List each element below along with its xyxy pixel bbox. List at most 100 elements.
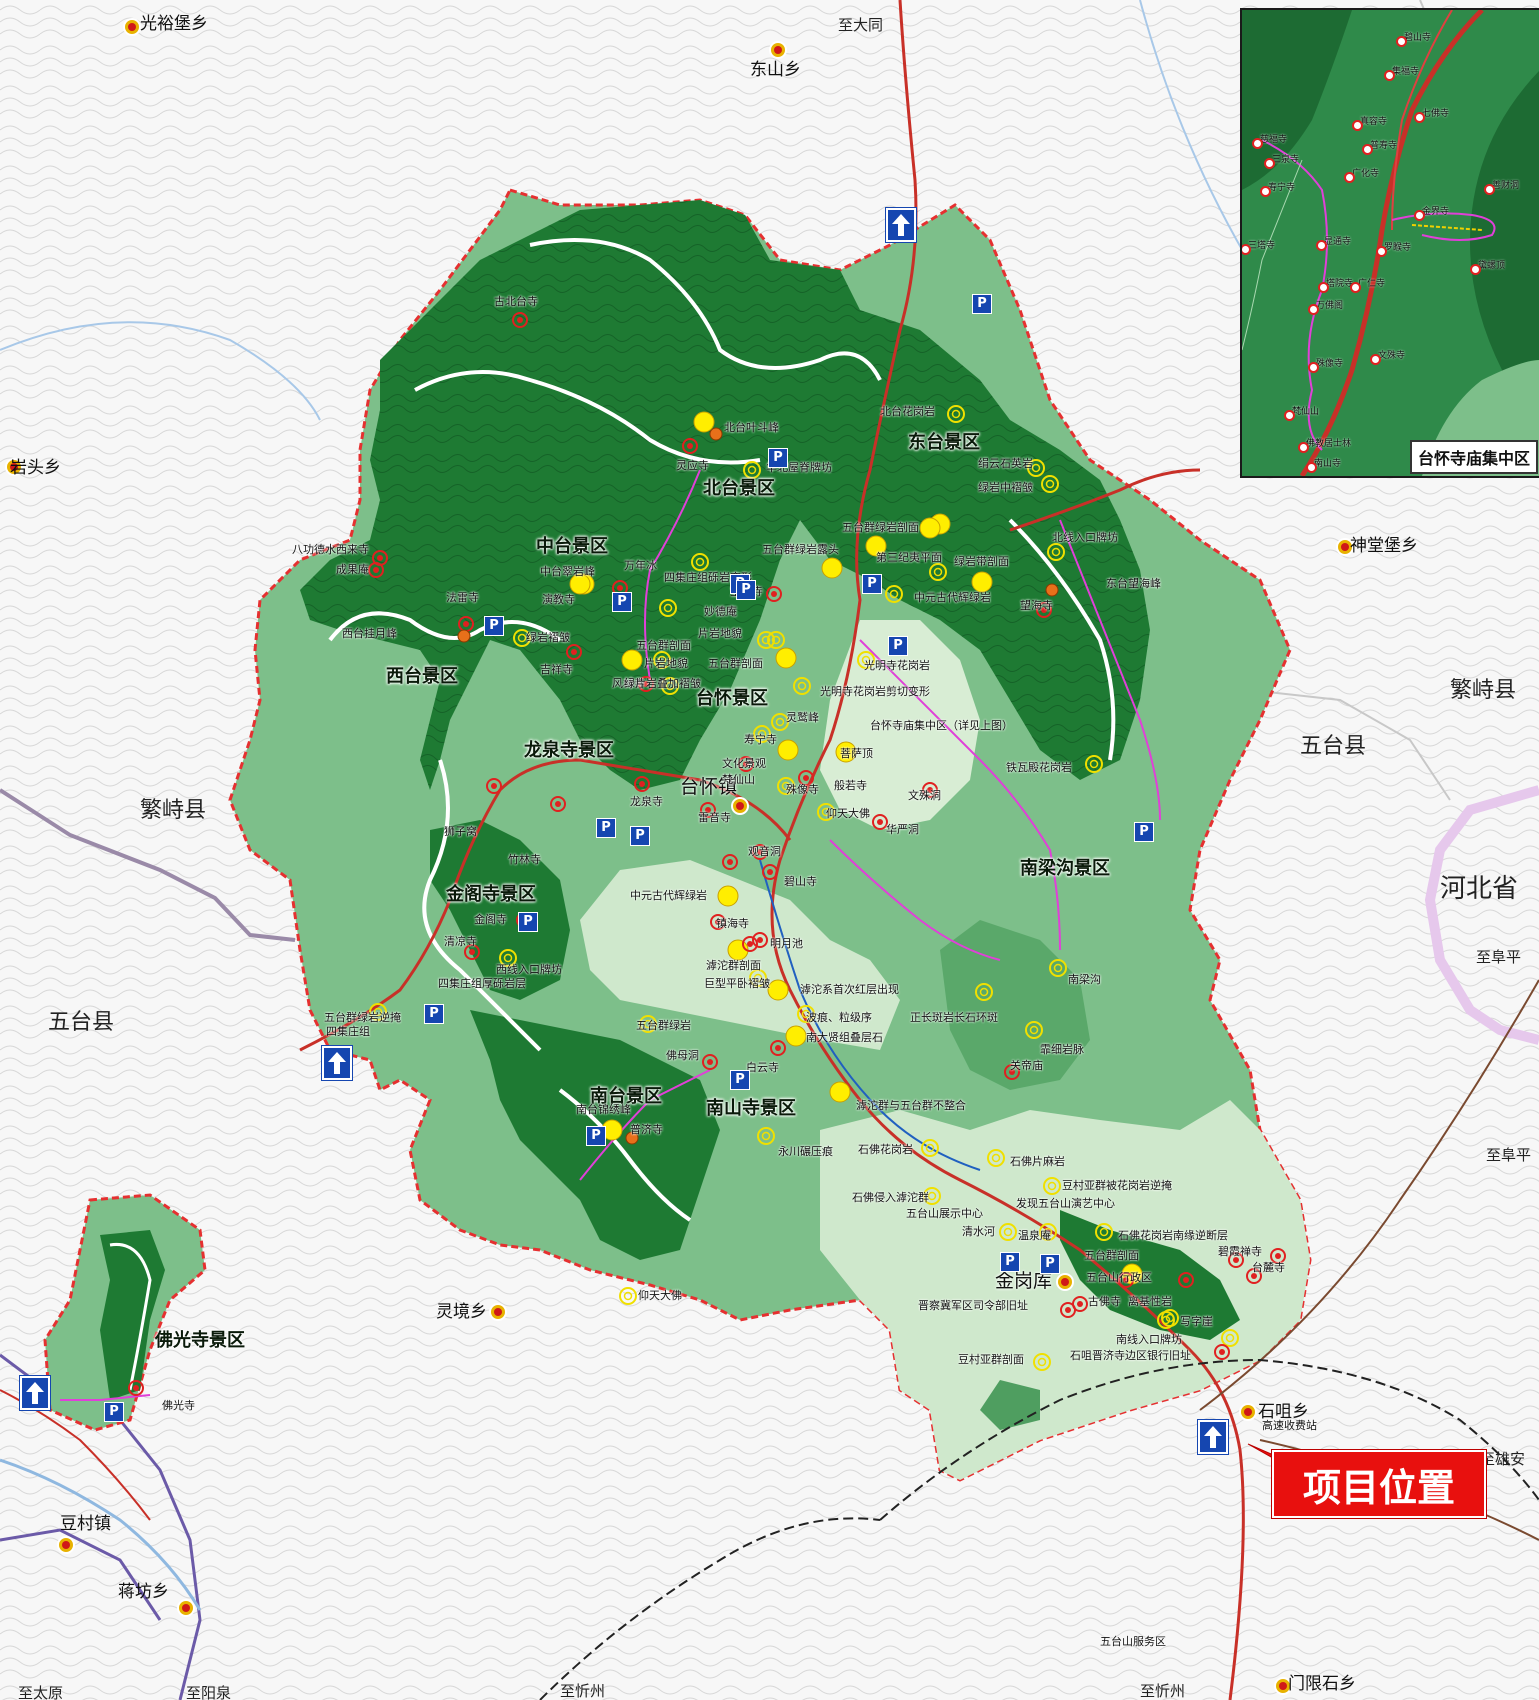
inset-temple-marker bbox=[1384, 70, 1395, 81]
geosite-marker-inner bbox=[373, 1007, 383, 1017]
inset-temple-marker bbox=[1264, 158, 1275, 169]
entrance-arrow-icon bbox=[20, 1376, 50, 1410]
geosite-marker-inner bbox=[1031, 463, 1041, 473]
town-marker-core bbox=[1061, 1278, 1069, 1286]
geosite-marker-inner bbox=[861, 655, 871, 665]
inset-map[interactable]: 碧山寺集福寺七佛寺真容寺慈福寺三泉寺普寿寺寿宁寺广化寺善财洞金界寺三塔寺显通寺罗… bbox=[1240, 8, 1539, 478]
site-label: 华北屋脊牌坊 bbox=[766, 461, 832, 474]
site-label: 五台群绿岩逆掩 bbox=[324, 1011, 401, 1024]
geosite-marker-inner bbox=[1043, 1227, 1053, 1237]
site-label: 中元古代辉绿岩 bbox=[914, 591, 991, 604]
temple-marker-core bbox=[639, 781, 645, 787]
site-label: 滹沱系首次红层出现 bbox=[800, 983, 899, 996]
site-label: 波痕、粒级序 bbox=[806, 1011, 872, 1024]
site-label: 梵仙山 bbox=[722, 773, 755, 786]
valley-outline bbox=[328, 611, 562, 642]
site-label: 雷音寺 bbox=[698, 811, 731, 824]
road bbox=[1009, 468, 1201, 532]
geosite-marker-inner bbox=[979, 987, 989, 997]
inset-temple-marker bbox=[1306, 462, 1317, 473]
geosite-marker bbox=[1041, 475, 1059, 493]
county-boundary bbox=[1249, 689, 1451, 801]
temple-marker bbox=[752, 932, 768, 948]
site-label: 四集庄组 bbox=[326, 1025, 370, 1038]
geosite-major-marker bbox=[775, 647, 797, 669]
site-label: 晋察冀军区司令部旧址 bbox=[918, 1299, 1028, 1312]
geosite-marker-inner bbox=[781, 781, 791, 791]
expressway bbox=[1199, 979, 1539, 1411]
geosite-marker-inner bbox=[1047, 1181, 1057, 1191]
temple-marker-core bbox=[1077, 1301, 1083, 1307]
geosite-major-marker bbox=[971, 571, 993, 593]
parking-icon: P bbox=[424, 1004, 444, 1024]
site-label: 北台叶斗峰 bbox=[724, 421, 779, 434]
site-label: 永川碾压痕 bbox=[778, 1145, 833, 1158]
site-label: 文化景观 bbox=[722, 757, 766, 770]
inset-temple-marker bbox=[1370, 354, 1381, 365]
geosite-marker-inner bbox=[797, 681, 807, 691]
site-label: 西线入口牌坊 bbox=[496, 963, 562, 976]
inset-temple-marker bbox=[1308, 362, 1319, 373]
site-label: 清水河 bbox=[962, 1225, 995, 1238]
site-label: 灵应寺 bbox=[676, 459, 709, 472]
site-label: 仰天大佛 bbox=[826, 807, 870, 820]
inset-temple-marker bbox=[1362, 144, 1373, 155]
temple-marker bbox=[464, 944, 480, 960]
geosite-major-marker bbox=[785, 1025, 807, 1047]
inset-temple-label: 集福寺 bbox=[1392, 67, 1420, 77]
temple-marker bbox=[710, 914, 726, 930]
river bbox=[0, 321, 321, 421]
town-label: 岩头乡 bbox=[10, 458, 61, 478]
temple-marker bbox=[638, 676, 654, 692]
destination-label: 至阜平 bbox=[1486, 1146, 1532, 1164]
scenic-area-label: 北台景区 bbox=[703, 478, 775, 499]
town-marker-core bbox=[182, 1604, 190, 1612]
site-label: 片岩地貌 bbox=[644, 657, 688, 670]
parking-icon: P bbox=[1040, 1254, 1060, 1274]
town-marker-core bbox=[1279, 1682, 1287, 1690]
site-label: 西台挂月峰 bbox=[342, 627, 397, 640]
inset-temple-label: 南山寺 bbox=[1314, 459, 1342, 469]
peak-marker bbox=[1045, 583, 1059, 597]
geosite-marker bbox=[999, 1223, 1017, 1241]
site-label: 石佛侵入滹沱群 bbox=[852, 1191, 929, 1204]
temple-marker-core bbox=[133, 1385, 139, 1391]
temple-marker-core bbox=[571, 649, 577, 655]
temple-marker bbox=[1036, 602, 1052, 618]
inset-temple-label: 善财洞 bbox=[1492, 181, 1520, 191]
site-label: 万年冰 bbox=[624, 559, 657, 572]
pale-zone bbox=[820, 620, 980, 830]
site-label: 华严洞 bbox=[886, 823, 919, 836]
town-label: 石咀乡 bbox=[1258, 1402, 1309, 1422]
temple-marker bbox=[634, 776, 650, 792]
site-label: 五台群剖面 bbox=[1084, 1249, 1139, 1262]
inset-title: 台怀寺庙集中区 bbox=[1409, 440, 1538, 474]
scenic-patch bbox=[980, 1380, 1040, 1430]
destination-label: 至雄安 bbox=[1480, 1450, 1526, 1468]
destination-label: 至阜平 bbox=[1476, 948, 1522, 966]
inset-temple-label: 佛教居士林 bbox=[1306, 439, 1352, 449]
inset-temple-marker bbox=[1470, 264, 1481, 275]
valley-outline bbox=[1008, 518, 1116, 761]
site-label: 五台山行政区 bbox=[1086, 1271, 1152, 1284]
temple-marker bbox=[682, 438, 698, 454]
scenic-area-label: 南梁沟景区 bbox=[1020, 858, 1110, 879]
inset-temple-marker bbox=[1396, 36, 1407, 47]
town-label: 台怀镇 bbox=[680, 776, 738, 798]
geosite-marker bbox=[499, 949, 517, 967]
temple-marker bbox=[766, 586, 782, 602]
site-label: 绢云石英岩 bbox=[978, 457, 1033, 470]
site-label: 石佛片麻岩 bbox=[1010, 1155, 1065, 1168]
inset-temple-marker bbox=[1414, 112, 1425, 123]
site-label: 石佛花岗岩南缘逆断层 bbox=[1118, 1229, 1228, 1242]
geosite-marker bbox=[921, 1139, 939, 1157]
geosite-major-marker bbox=[821, 557, 843, 579]
temple-marker-core bbox=[491, 783, 497, 789]
temple-marker-core bbox=[1251, 1273, 1257, 1279]
temple-marker bbox=[1118, 1272, 1134, 1288]
geosite-marker bbox=[817, 803, 835, 821]
geosite-major-marker bbox=[693, 411, 715, 433]
site-label: 明月池 bbox=[770, 937, 803, 950]
temple-marker bbox=[1228, 1252, 1244, 1268]
